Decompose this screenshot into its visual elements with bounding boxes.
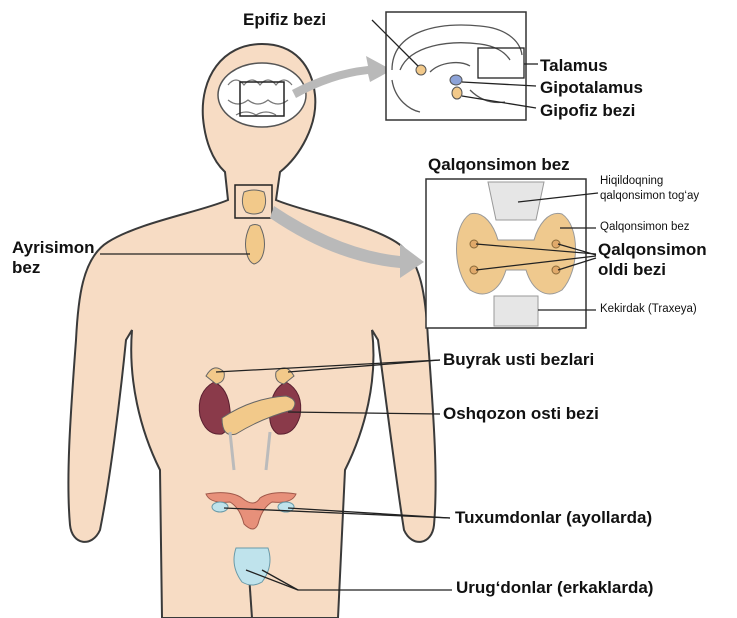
label-epifiz: Epifiz bezi <box>243 10 326 30</box>
label-buyrak: Buyrak usti bezlari <box>443 350 594 370</box>
label-kekirdak: Kekirdak (Traxeya) <box>600 303 697 315</box>
label-qalqonsimon-title: Qalqonsimon bez <box>428 155 570 175</box>
label-gipofiz: Gipofiz bezi <box>540 101 635 121</box>
hypothalamus <box>450 75 462 85</box>
trachea <box>494 296 538 326</box>
pituitary <box>452 87 462 99</box>
label-qalqonsimon-oldi-2: oldi bezi <box>598 260 666 280</box>
label-gipotalamus: Gipotalamus <box>540 78 643 98</box>
label-tuxumdon: Tuxumdonlar (ayollarda) <box>455 508 652 528</box>
left-ovary <box>212 502 228 512</box>
label-hiqildoq-1: Hiqildoqning <box>600 175 663 187</box>
thymus <box>246 225 265 265</box>
label-qalqonsimon-oldi-1: Qalqonsimon <box>598 240 707 260</box>
label-ayrisimon-2: bez <box>12 258 40 278</box>
brain-inset <box>386 12 526 120</box>
label-urugdon: Urug‘donlar (erkaklarda) <box>456 578 653 598</box>
larynx <box>488 182 544 220</box>
brain <box>218 63 306 127</box>
thyroid-body <box>242 190 265 214</box>
pineal-gland <box>416 65 426 75</box>
label-ayrisimon-1: Ayrisimon <box>12 238 95 258</box>
label-talamus: Talamus <box>540 56 608 76</box>
label-oshqozon: Oshqozon osti bezi <box>443 404 599 424</box>
body-silhouette <box>68 44 435 618</box>
label-qalqonsimon-small: Qalqonsimon bez <box>600 221 690 233</box>
label-hiqildoq-2: qalqonsimon tog‘ay <box>600 190 699 202</box>
